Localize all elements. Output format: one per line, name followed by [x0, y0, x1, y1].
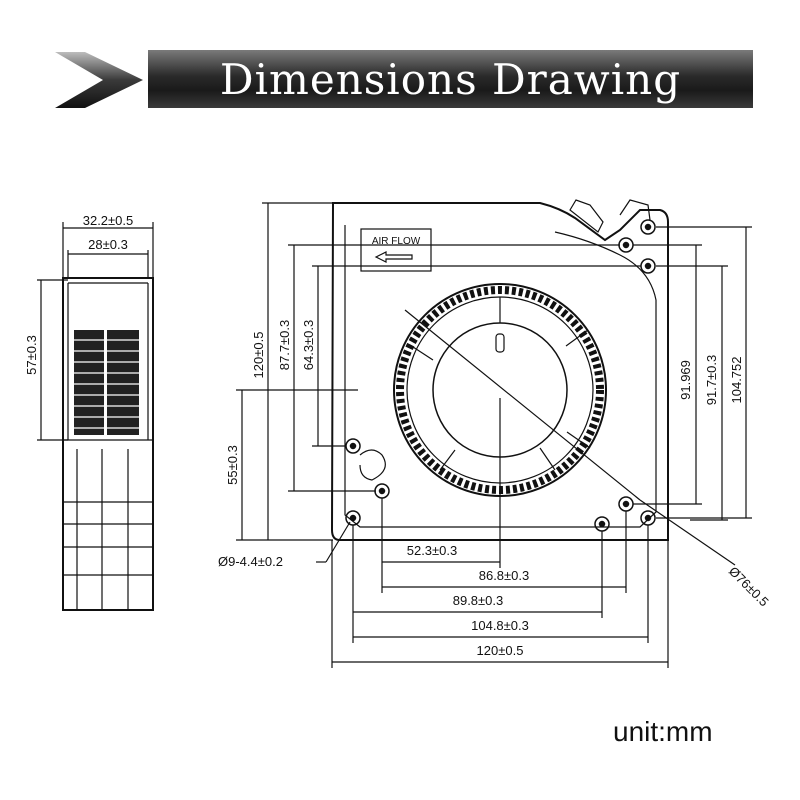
fan-housing-outline: [330, 202, 669, 541]
bottom-dim-4: 104.8±0.3: [471, 618, 529, 633]
bottom-dim-1: 52.3±0.3: [407, 543, 458, 558]
right-hole-dim-1: 91.969: [678, 360, 693, 400]
bottom-dim-5: 120±0.5: [477, 643, 524, 658]
unit-label: unit:mm: [613, 716, 713, 747]
banner-arrow-icon: [55, 52, 143, 108]
impeller-diameter-dim: Ø76±0.5: [726, 564, 772, 610]
side-inner-width-dim: 28±0.3: [88, 237, 128, 252]
bottom-dim-3: 89.8±0.3: [453, 593, 504, 608]
side-view: 32.2±0.5 28±0.3 57±0.3: [24, 213, 154, 611]
right-hole-dim-3: 104.752: [729, 357, 744, 404]
hole-diameter-dim: Ø9-4.4±0.2: [218, 554, 283, 569]
airflow-arrow-icon: [374, 251, 413, 263]
center-height-dim: 55±0.3: [225, 445, 240, 485]
title-banner: Dimensions Drawing: [148, 50, 753, 108]
front-view: AIR FLOW: [218, 199, 772, 668]
side-width-dim: 32.2±0.5: [83, 213, 134, 228]
airflow-label: AIR FLOW: [372, 236, 421, 247]
page-title: Dimensions Drawing: [219, 54, 682, 104]
bottom-dim-2: 86.8±0.3: [479, 568, 530, 583]
hole-span-dim-1: 87.7±0.3: [277, 320, 292, 371]
height-dim: 120±0.5: [251, 332, 266, 379]
side-body-outline: [62, 277, 154, 611]
airflow-box: [360, 228, 432, 272]
side-vent-grille: [74, 330, 139, 435]
hole-span-dim-2: 64.3±0.3: [301, 320, 316, 371]
side-height-dim: 57±0.3: [24, 335, 39, 375]
right-hole-dim-2: 91.7±0.3: [704, 355, 719, 406]
